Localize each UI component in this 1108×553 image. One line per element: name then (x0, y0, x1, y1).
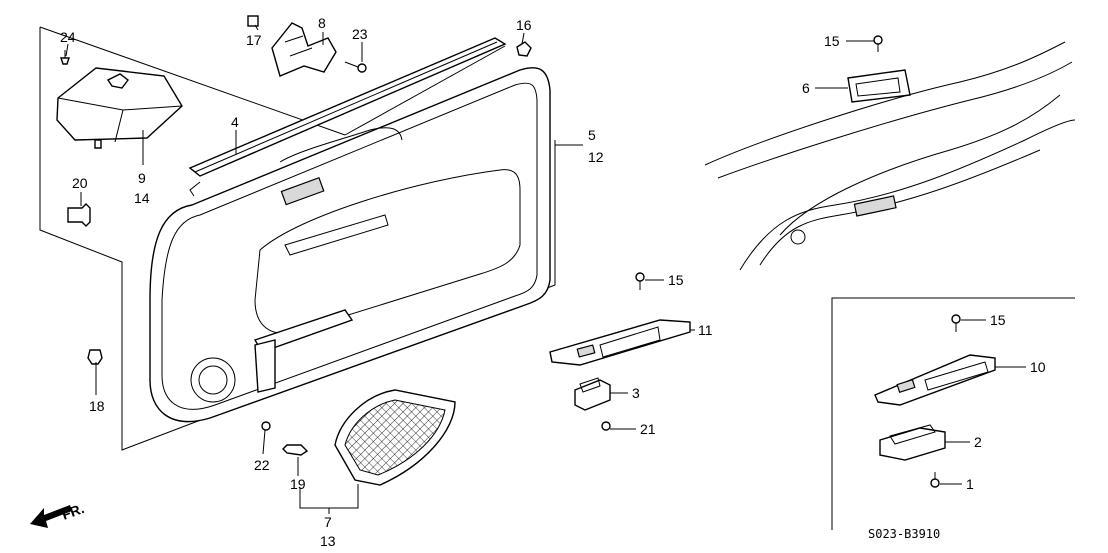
speaker-cover-9 (56, 67, 183, 149)
callout-22: 22 (254, 457, 270, 473)
callout-14: 14 (134, 190, 150, 206)
callout-6: 6 (802, 80, 810, 96)
callout-8: 8 (318, 15, 326, 31)
callout-19: 19 (290, 476, 306, 492)
master-switch-2 (879, 424, 946, 461)
switch-panel-10 (874, 354, 996, 406)
callout-21: 21 (640, 421, 656, 437)
callout-labels: 24 17 8 23 16 4 9 14 20 5 12 18 22 19 7 … (60, 15, 1046, 549)
screw-22 (261, 421, 271, 431)
callout-15-middle: 15 (668, 272, 684, 288)
screw-15-top (873, 35, 883, 52)
callout-16: 16 (516, 17, 532, 33)
screw-21 (601, 421, 611, 431)
callout-10: 10 (1030, 359, 1046, 375)
callout-23: 23 (352, 26, 368, 42)
callout-13: 13 (320, 533, 336, 549)
callout-17: 17 (246, 32, 262, 48)
callout-20: 20 (72, 175, 88, 191)
installed-door-view (704, 41, 1076, 271)
callout-3: 3 (632, 385, 640, 401)
screw-1 (930, 472, 940, 488)
switch-3 (574, 377, 611, 411)
callout-7: 7 (324, 514, 332, 530)
inset-frame (831, 297, 1075, 530)
clip-16 (516, 41, 532, 57)
clip-19 (282, 444, 309, 456)
screw-15-inset (951, 314, 961, 332)
callout-1: 1 (966, 476, 974, 492)
diagram-code: S023-B3910 (868, 527, 940, 541)
callout-18: 18 (89, 398, 105, 414)
callout-5: 5 (588, 127, 596, 143)
callout-11: 11 (698, 322, 713, 338)
callout-12: 12 (588, 149, 604, 165)
leader-lines (65, 24, 1026, 514)
screw-15-middle (635, 272, 645, 290)
weatherstrip-4 (188, 37, 507, 197)
callout-4: 4 (231, 114, 239, 130)
callout-15-top: 15 (824, 33, 840, 49)
exploded-boundary (39, 26, 556, 451)
clip-24 (60, 50, 70, 65)
speaker-grille-7 (334, 389, 456, 486)
screw-23 (344, 61, 367, 73)
grommet-18 (87, 349, 103, 365)
callout-9: 9 (138, 170, 146, 186)
direction-label: FR. (60, 500, 87, 523)
door-lining-5 (149, 67, 551, 423)
callout-2: 2 (974, 434, 982, 450)
fastener-20 (67, 203, 91, 227)
clip-17 (247, 15, 259, 27)
switch-panel-11 (549, 319, 691, 366)
front-direction-arrow (30, 505, 72, 528)
bracket-8 (271, 22, 337, 77)
callout-24: 24 (60, 29, 76, 45)
callout-15-inset: 15 (990, 312, 1006, 328)
